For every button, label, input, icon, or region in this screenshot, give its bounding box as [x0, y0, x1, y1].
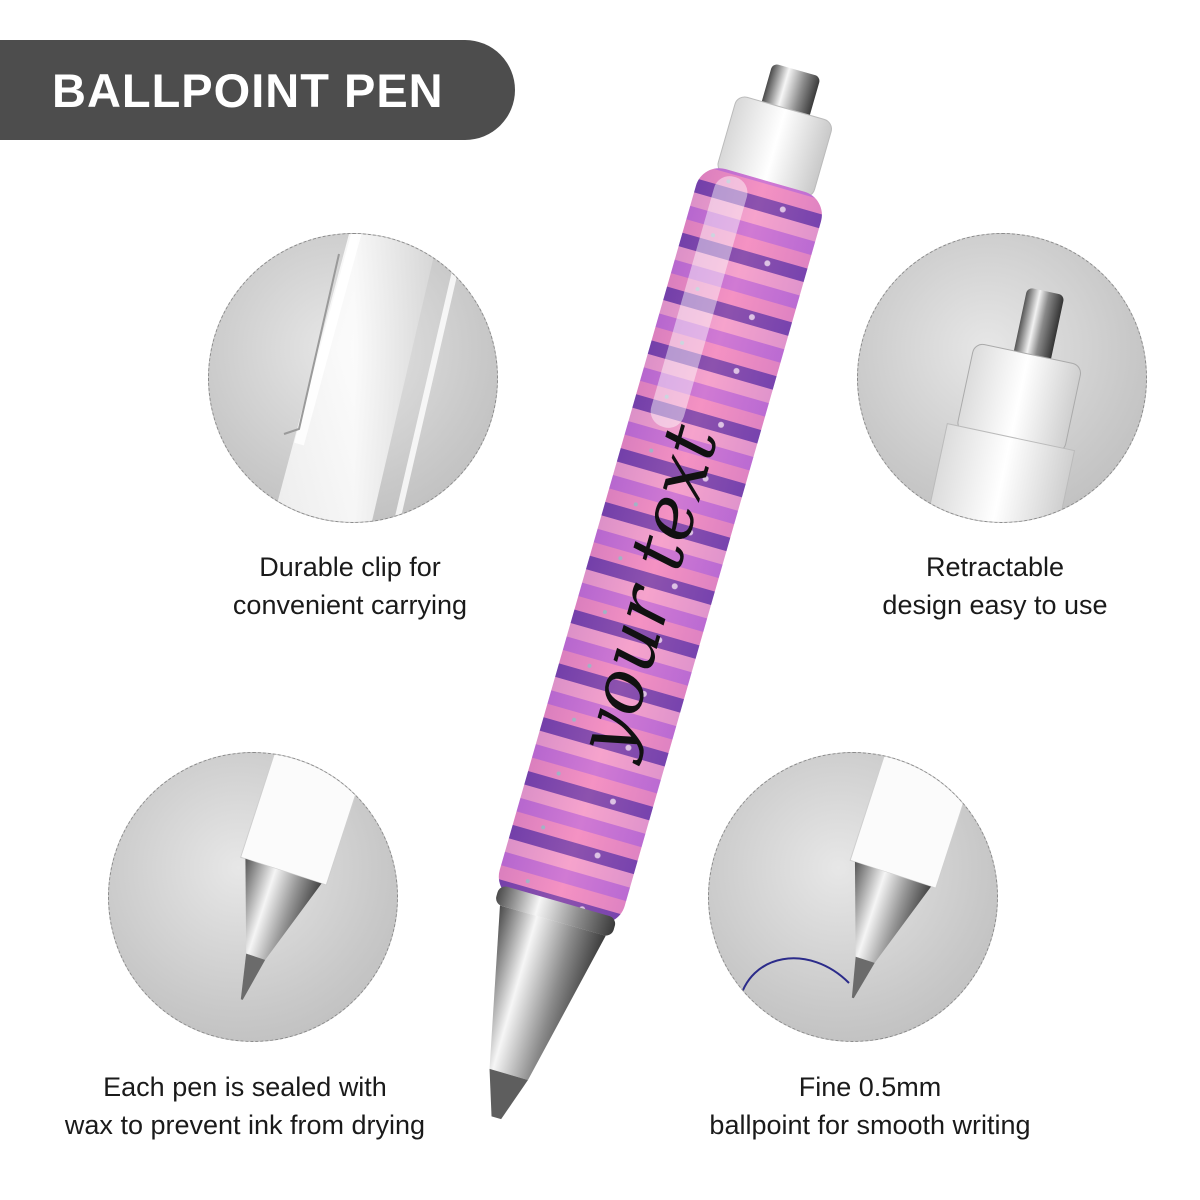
retract-caption-line1: Retractable: [925, 552, 1065, 582]
wax-caption-line2: wax to prevent ink from drying: [64, 1110, 426, 1140]
ballpoint-caption-line1: Fine 0.5mm: [798, 1072, 942, 1102]
title-banner: BALLPOINT PEN: [0, 40, 515, 140]
clip-caption: Durable clip for convenient carrying: [170, 548, 530, 624]
ballpoint-caption: Fine 0.5mm ballpoint for smooth writing: [620, 1068, 1120, 1144]
retract-caption: Retractable design easy to use: [810, 548, 1180, 624]
retract-caption-line2: design easy to use: [882, 590, 1108, 620]
wax-caption-line1: Each pen is sealed with: [103, 1072, 387, 1102]
ballpoint-caption-line2: ballpoint for smooth writing: [709, 1110, 1031, 1140]
pen-clip-detail-icon: [208, 233, 498, 523]
pen-tip-detail-icon: [108, 752, 398, 1042]
clip-caption-line1: Durable clip for: [259, 552, 441, 582]
banner-title: BALLPOINT PEN: [52, 63, 444, 117]
pen-plunger-detail-icon: [857, 233, 1147, 523]
clip-caption-line2: convenient carrying: [232, 590, 468, 620]
wax-caption: Each pen is sealed with wax to prevent i…: [10, 1068, 480, 1144]
